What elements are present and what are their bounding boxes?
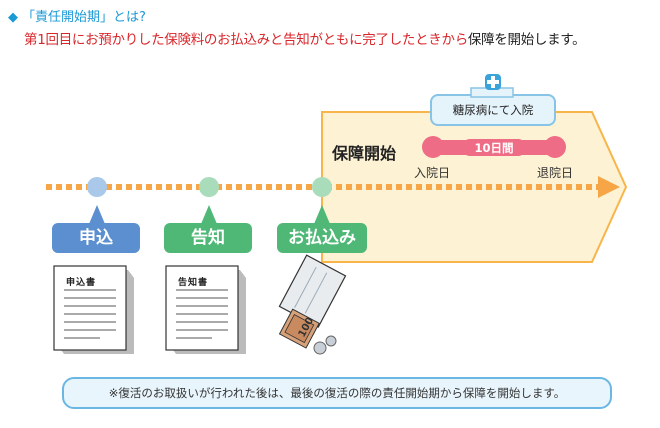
step-label-oharaikomi: お払込み (277, 223, 367, 253)
step-dot-oharaikomi (312, 177, 332, 197)
payment-envelope-icon (278, 254, 347, 355)
diagram-subtitle: 第1回目にお預かりした保険料のお払込みと告知がともに完了したときから保障を開始し… (24, 28, 586, 48)
disclosure-document-icon (165, 265, 246, 354)
step-pointer-moushikomi (89, 205, 105, 224)
hospital-card-label: 糖尿病にて入院 (452, 103, 534, 117)
discharge-marker (544, 136, 566, 158)
subtitle-red-text: 第1回目にお預かりした保険料のお払込みと告知がともに完了したときから (24, 32, 468, 48)
step-pointer-kokuchi (201, 205, 217, 224)
timeline-arrowhead (598, 176, 620, 198)
disclosure-document-title: 告知書 (178, 278, 209, 288)
step-label-kokuchi: 告知 (164, 223, 252, 253)
title-text: 「責任開始期」とは? (22, 10, 146, 25)
admission-marker (422, 136, 444, 158)
diagram-title: ◆ 「責任開始期」とは? (8, 6, 146, 25)
subtitle-black-text: 保障を開始します。 (467, 32, 586, 48)
coverage-start-label: 保障開始 (332, 144, 397, 163)
footnote-box: ※復活のお取扱いが行われた後は、最後の復活の際の責任開始期から保障を開始します。 (62, 377, 612, 409)
admission-label: 入院日 (414, 166, 451, 180)
diamond-icon: ◆ (8, 10, 18, 25)
step-label-moushikomi: 申込 (52, 223, 140, 253)
step-pointer-oharaikomi (314, 205, 330, 224)
discharge-label: 退院日 (537, 166, 574, 180)
application-document-title: 申込書 (66, 278, 97, 288)
footnote-text: ※復活のお取扱いが行われた後は、最後の復活の際の責任開始期から保障を開始します。 (108, 386, 566, 400)
stay-duration-pill (462, 139, 526, 156)
step-dot-moushikomi (87, 177, 107, 197)
medical-cross-icon (485, 74, 501, 90)
application-document-icon (53, 265, 134, 354)
step-dot-kokuchi (199, 177, 219, 197)
stay-duration-label: 10日間 (474, 141, 514, 155)
